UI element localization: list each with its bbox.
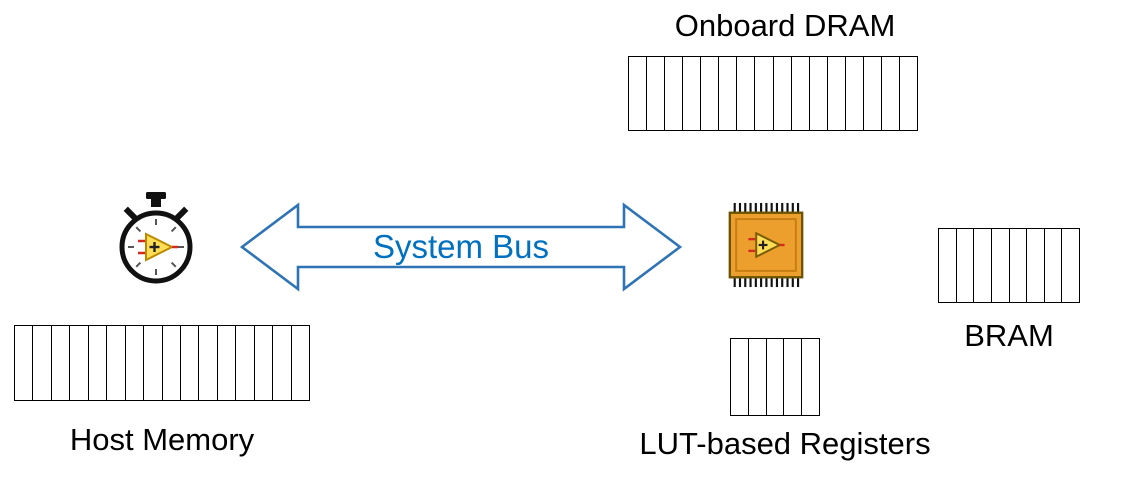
memory-cell: [646, 57, 664, 130]
label-onboard-dram: Onboard DRAM: [674, 8, 896, 43]
stopwatch-left-nub: [123, 206, 138, 221]
chip-body: [728, 211, 804, 279]
memory-cell: [747, 339, 766, 415]
memory-cell: [161, 326, 180, 400]
memory-cell: [106, 326, 124, 400]
memory-cell: [826, 57, 845, 130]
chip-inner-border: [735, 218, 797, 272]
memory-cell: [682, 57, 700, 130]
memory-cell: [1008, 229, 1027, 302]
memory-cell: [198, 326, 216, 400]
memory-cell: [32, 326, 50, 400]
memory-bank-host: [14, 325, 310, 401]
label-host-memory: Host Memory: [69, 422, 255, 457]
memory-cell: [1043, 229, 1062, 302]
memory-cell: [50, 326, 69, 400]
memory-cell: [718, 57, 736, 130]
memory-bank-bram: [938, 228, 1080, 303]
memory-cell: [898, 57, 917, 130]
fpga-chip-icon: [728, 202, 804, 288]
memory-cell: [1061, 229, 1079, 302]
memory-cell: [272, 326, 290, 400]
memory-cell: [973, 229, 991, 302]
memory-cell: [808, 57, 827, 130]
memory-cell: [69, 326, 87, 400]
memory-cell: [765, 339, 784, 415]
stopwatch-icon: [119, 192, 193, 284]
stopwatch-right-nub: [174, 206, 189, 221]
emblem-triangle: [755, 231, 782, 259]
system-bus-label: System Bus: [372, 228, 550, 265]
memory-cell: [736, 57, 754, 130]
label-bram: BRAM: [964, 318, 1054, 353]
memory-cell: [253, 326, 272, 400]
memory-bank-onboard-dram: [628, 56, 918, 131]
memory-cell: [216, 326, 235, 400]
memory-cell: [862, 57, 881, 130]
system-bus-arrow: [240, 202, 682, 292]
memory-cell: [880, 57, 899, 130]
memory-cell: [629, 57, 646, 130]
memory-cell: [790, 57, 809, 130]
system-bus-label-overlay: System Bus: [240, 199, 682, 295]
memory-cell: [179, 326, 198, 400]
memory-cell: [15, 326, 32, 400]
memory-cell: [783, 339, 801, 415]
memory-cell: [844, 57, 863, 130]
memory-cell: [87, 326, 106, 400]
stopwatch-crown: [146, 192, 166, 199]
emblem-plus: [758, 240, 768, 250]
system-bus-arrow-shape: [240, 202, 682, 292]
memory-cell: [290, 326, 309, 400]
memory-cell: [772, 57, 791, 130]
memory-cell: [235, 326, 253, 400]
memory-cell: [731, 339, 748, 415]
memory-bank-lut-registers: [730, 338, 820, 416]
memory-cell: [990, 229, 1009, 302]
stopwatch-ticks: [128, 219, 184, 275]
memory-cell: [801, 339, 819, 415]
memory-cell: [955, 229, 974, 302]
emblem-plus: [149, 242, 160, 252]
stopwatch-stem: [151, 198, 161, 207]
memory-cell: [754, 57, 772, 130]
memory-cell: [700, 57, 718, 130]
memory-cell: [939, 229, 956, 302]
memory-cell: [143, 326, 161, 400]
memory-cell: [124, 326, 143, 400]
label-lut-registers: LUT-based Registers: [639, 426, 931, 461]
memory-cell: [664, 57, 682, 130]
memory-cell: [1026, 229, 1044, 302]
